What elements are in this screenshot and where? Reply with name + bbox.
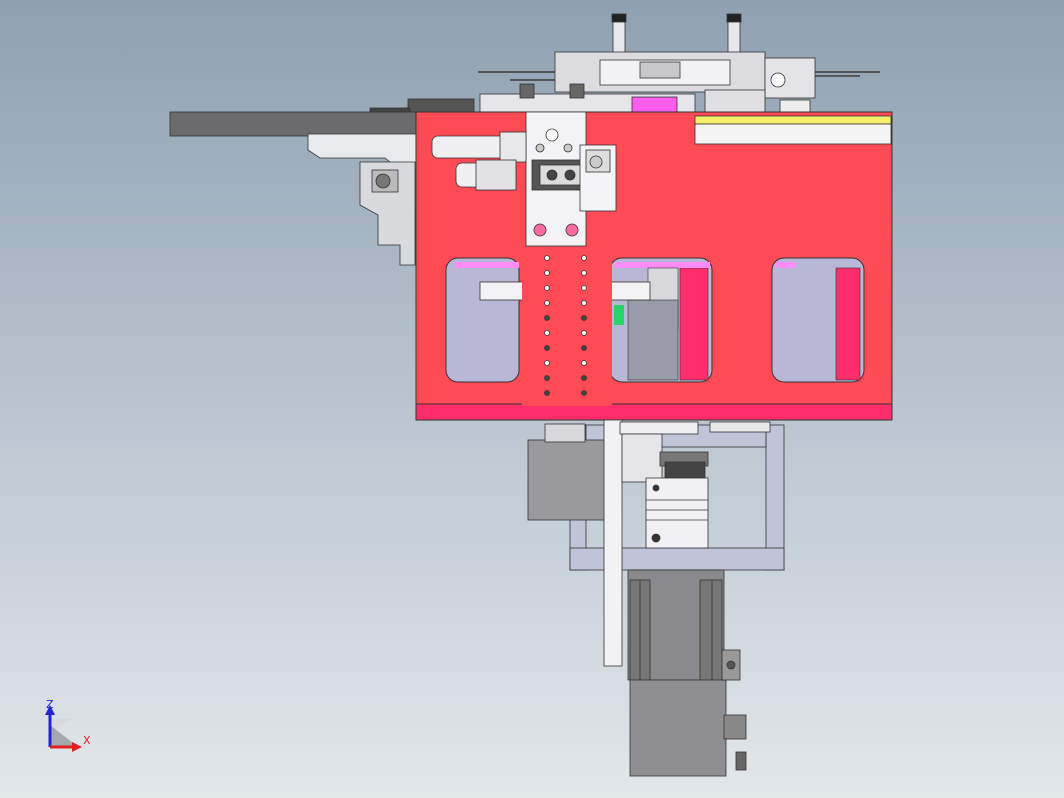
servo-motor — [627, 569, 747, 777]
hole-columns — [544, 255, 587, 396]
x-axis-label: X — [83, 734, 91, 747]
lower-frame — [527, 419, 785, 667]
valve-assembly — [431, 111, 617, 247]
top-mechanism — [369, 13, 880, 121]
x-axis-arrow — [72, 742, 82, 752]
axis-triad — [45, 705, 82, 752]
main-plate — [415, 111, 893, 421]
left-arm — [169, 111, 419, 266]
z-axis-arrow — [45, 705, 55, 715]
z-axis-label: Z — [46, 698, 54, 711]
